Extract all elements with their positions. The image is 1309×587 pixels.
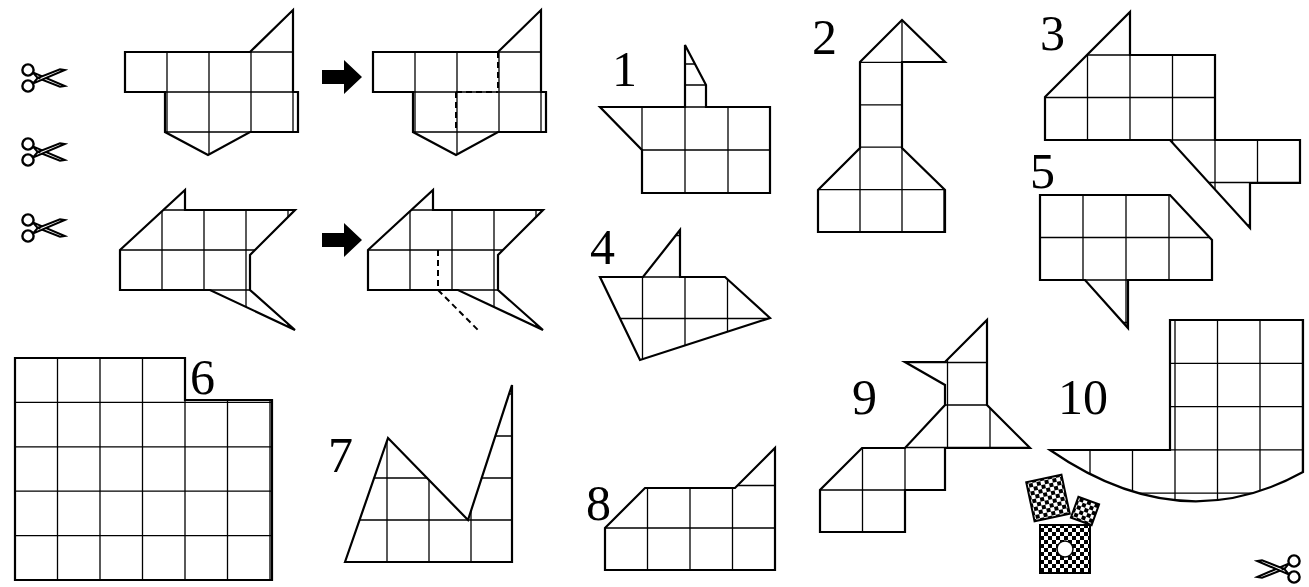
callout-number: 9 [852, 372, 877, 422]
puzzle-shape [373, 10, 546, 155]
grid-lines [600, 194, 770, 360]
scissors-icon [1257, 555, 1299, 582]
arrow-symbol [322, 60, 362, 94]
grid-line [1048, 320, 1304, 520]
grid-lines [820, 320, 1030, 532]
puzzle-shape [1040, 195, 1212, 328]
puzzle-shape [368, 190, 543, 330]
puzzle-shape [605, 448, 775, 570]
grid-lines [15, 358, 272, 580]
grid-line [1040, 195, 1212, 328]
grid-lines [818, 20, 945, 232]
cut-line [438, 250, 478, 330]
grid-line [1045, 0, 1300, 228]
logo-icon [1026, 475, 1099, 573]
grid-lines [368, 170, 543, 330]
callout-number: 2 [812, 12, 837, 62]
puzzle-shape [820, 320, 1030, 532]
grid-line [345, 352, 512, 562]
callout-number: 5 [1030, 146, 1055, 196]
grid-line [373, 0, 546, 155]
grid-line [599, 21, 770, 193]
puzzle-shape [15, 358, 272, 580]
scissors-icon [22, 214, 64, 241]
callout-number: 7 [328, 430, 353, 480]
puzzle-shape [600, 45, 770, 193]
grid-line [605, 443, 775, 570]
grid-lines [125, 0, 298, 155]
callout-number: 6 [190, 352, 215, 402]
callout-number: 3 [1040, 8, 1065, 58]
grid-lines [599, 21, 770, 193]
grid-line [820, 320, 1030, 532]
puzzle-shape [600, 230, 770, 360]
grid-lines [1040, 195, 1212, 328]
scissors-icon [22, 138, 64, 165]
callout-number: 1 [612, 44, 637, 94]
callout-number: 8 [586, 478, 611, 528]
grid-line [818, 20, 945, 232]
arrow-symbol [322, 223, 362, 257]
scissors-icon [22, 64, 64, 91]
grid-line [600, 194, 770, 360]
puzzle-shape [345, 385, 512, 562]
callout-number: 4 [590, 222, 615, 272]
cut-line [456, 52, 498, 132]
puzzle-shape [125, 10, 298, 155]
grid-lines [1048, 320, 1304, 520]
callout-number: 10 [1058, 372, 1108, 422]
grid-lines [1045, 0, 1300, 228]
puzzle-shape [818, 20, 945, 232]
grid-lines [120, 170, 295, 330]
grid-lines [605, 443, 775, 570]
grid-line [368, 170, 543, 330]
grid-line [15, 358, 272, 580]
grid-line [125, 0, 298, 155]
grid-lines [373, 0, 546, 155]
puzzle-shape [1050, 320, 1303, 501]
puzzle-shape [120, 190, 295, 330]
grid-lines [345, 352, 512, 562]
grid-line [120, 170, 295, 330]
